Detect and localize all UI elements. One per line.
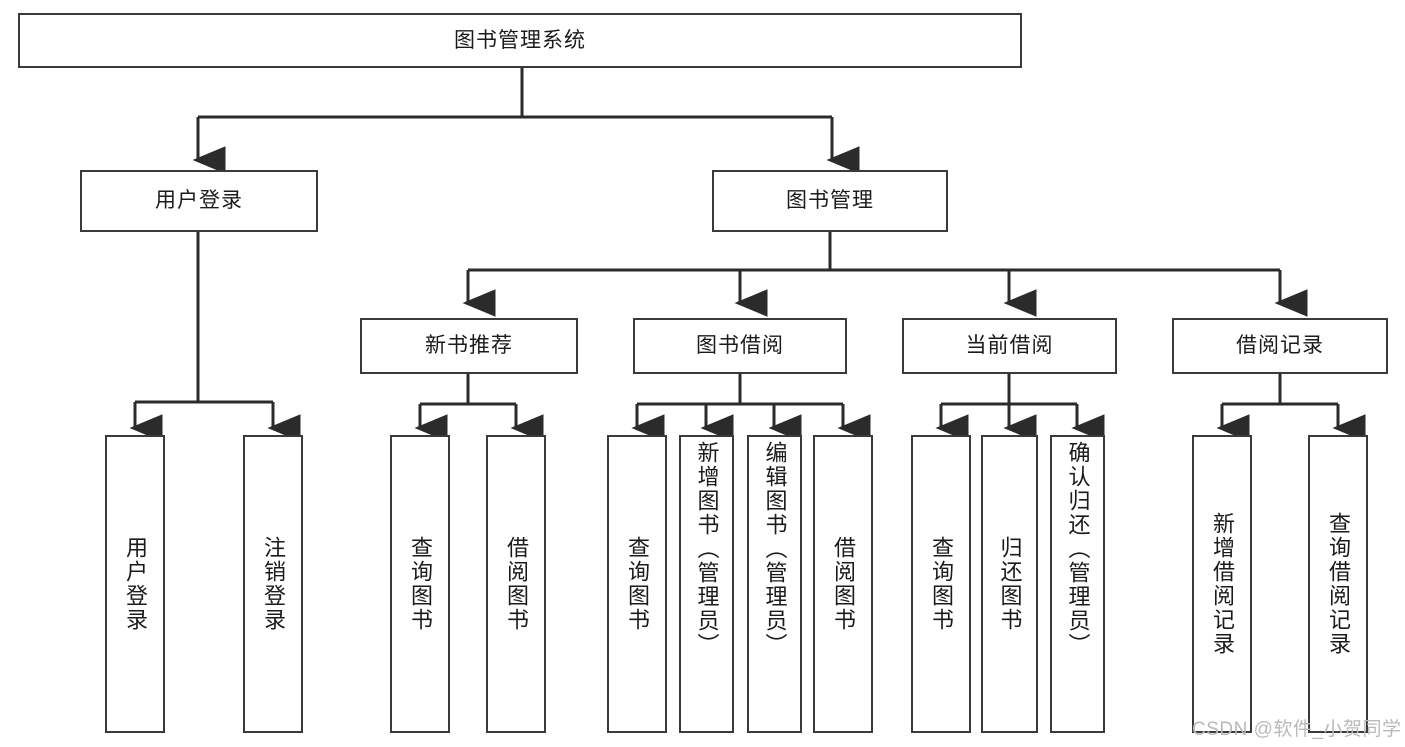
leaf-borrow-book-label: 借阅图书 [830,536,856,632]
leaf-edit-book-admin-label: 编辑图书（管理员） [762,441,788,657]
node-borrow-records[interactable]: 借阅记录 [1172,318,1388,374]
leaf-query-borrow-record[interactable]: 查询借阅记录 [1308,435,1368,733]
leaf-query-book-current[interactable]: 查询图书 [911,435,971,733]
leaf-confirm-return-admin-label: 确认归还（管理员） [1065,441,1091,657]
leaf-logout-login-label: 注销登录 [260,536,286,632]
node-root[interactable]: 图书管理系统 [18,13,1022,68]
leaf-borrow-book-recommend[interactable]: 借阅图书 [486,435,546,733]
leaf-return-book-label: 归还图书 [997,536,1023,632]
leaf-return-book[interactable]: 归还图书 [981,435,1038,733]
leaf-borrow-book-recommend-label: 借阅图书 [503,536,529,632]
node-root-label: 图书管理系统 [454,28,586,52]
node-book-borrow[interactable]: 图书借阅 [633,318,847,374]
leaf-add-book-admin[interactable]: 新增图书（管理员） [679,435,734,733]
leaf-confirm-return-admin[interactable]: 确认归还（管理员） [1050,435,1105,733]
node-new-book-recommend-label: 新书推荐 [425,334,513,358]
leaf-query-book-borrow[interactable]: 查询图书 [607,435,667,733]
csdn-watermark: CSDN @软件_小贺同学 [1192,719,1402,740]
node-book-borrow-label: 图书借阅 [696,334,784,358]
node-current-borrow[interactable]: 当前借阅 [902,318,1117,374]
leaf-borrow-book[interactable]: 借阅图书 [813,435,873,733]
leaf-query-book-recommend-label: 查询图书 [407,536,433,632]
node-book-management[interactable]: 图书管理 [712,170,948,232]
node-user-login[interactable]: 用户登录 [80,170,318,232]
node-borrow-records-label: 借阅记录 [1236,334,1324,358]
leaf-query-book-recommend[interactable]: 查询图书 [390,435,450,733]
leaf-query-borrow-record-label: 查询借阅记录 [1325,512,1351,656]
leaf-query-book-borrow-label: 查询图书 [624,536,650,632]
leaf-add-book-admin-label: 新增图书（管理员） [694,441,720,657]
leaf-user-login[interactable]: 用户登录 [105,435,165,733]
node-current-borrow-label: 当前借阅 [965,334,1054,358]
leaf-add-borrow-record-label: 新增借阅记录 [1209,512,1235,656]
node-user-login-label: 用户登录 [155,189,243,213]
leaf-query-book-current-label: 查询图书 [928,536,954,632]
node-new-book-recommend[interactable]: 新书推荐 [360,318,578,374]
leaf-edit-book-admin[interactable]: 编辑图书（管理员） [747,435,802,733]
leaf-user-login-label: 用户登录 [122,536,148,632]
leaf-logout-login[interactable]: 注销登录 [243,435,303,733]
node-book-management-label: 图书管理 [786,189,874,213]
leaf-add-borrow-record[interactable]: 新增借阅记录 [1192,435,1252,733]
